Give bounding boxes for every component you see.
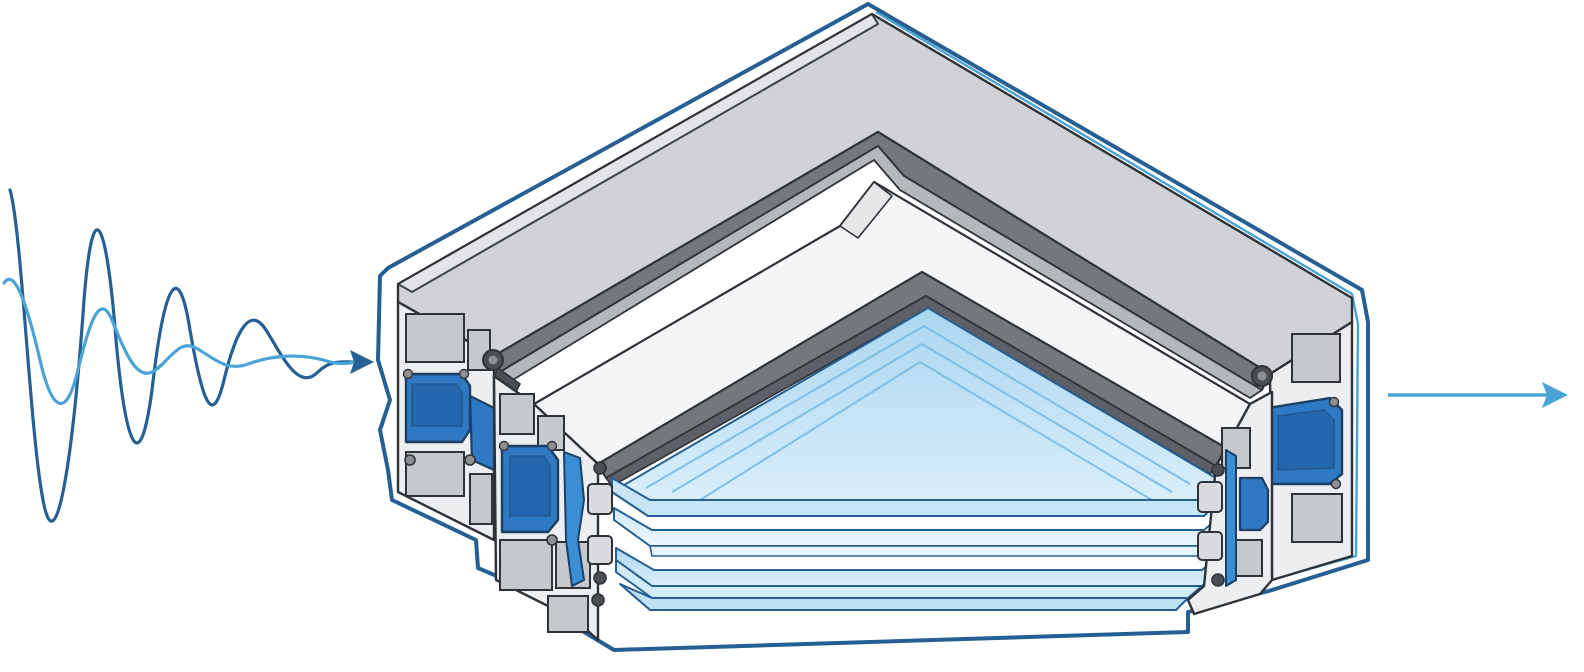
frame-top-face (396, 12, 1354, 399)
incoming-sound-wave-icon (2, 188, 374, 523)
wave-dark (8, 188, 358, 523)
right-frame-profile (1251, 320, 1354, 582)
incoming-arrowhead (350, 350, 374, 374)
triple-glazing (611, 307, 1219, 611)
wave-light (2, 277, 358, 406)
right-sash-profile (1186, 390, 1274, 616)
left-sash-profile (492, 374, 613, 642)
left-frame-profile (396, 300, 522, 542)
outgoing-sound-arrow-icon (1388, 382, 1568, 408)
